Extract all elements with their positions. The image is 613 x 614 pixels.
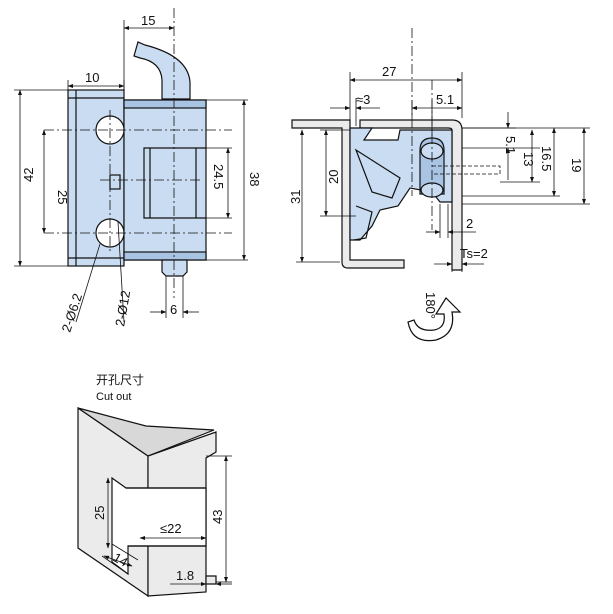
center-slot (143, 147, 206, 219)
dim-top-width: 15 (123, 13, 175, 96)
dim-leaf-width-label: 10 (85, 70, 99, 85)
front-view: 15 10 42 25 24.5 (14, 8, 262, 334)
dim-offset: ≈3 (330, 92, 380, 126)
cutout-title-cn: 开孔尺寸 (96, 373, 144, 387)
dim-cut-depth: 14 (101, 543, 139, 575)
dim-slot-height-label: 24.5 (211, 164, 226, 189)
cutout-view: 开孔尺寸 Cut out 25 ≤22 43 (77, 373, 232, 598)
dim-height-19-label: 19 (569, 158, 584, 172)
right-body-step (123, 99, 207, 109)
rotation-arrow-icon: 180° (407, 292, 462, 342)
dim-cut-slot-height: 25 (92, 477, 110, 549)
dim-hole-spacing: 25 (42, 129, 70, 234)
dim-height-left-label: 42 (21, 168, 36, 182)
dim-leaf-width: 10 (67, 70, 125, 92)
side-view: 27 ≈3 5.1 20 31 (288, 28, 590, 342)
dim-thickness: Ts=2 (434, 240, 488, 272)
dim-height-19: 19 (462, 127, 590, 205)
top-pin (133, 41, 191, 100)
dim-cut-overall-height: 43 (206, 455, 232, 583)
dim-pin-offset-label: 5.1 (436, 92, 454, 107)
dim-gap: 2 (426, 204, 476, 238)
bottom-pin (161, 259, 188, 277)
dim-cut-overall-height-label: 43 (210, 510, 225, 524)
dim-height-13: 13 (462, 129, 540, 183)
dim-height-right-label: 38 (247, 172, 262, 186)
dim-outer-height-label: 31 (288, 190, 303, 204)
side-plate (291, 119, 405, 269)
dim-cut-depth-label: 14 (111, 550, 131, 570)
rotation-label: 180° (423, 292, 438, 319)
dim-slot-depth-label: 5.1 (503, 136, 518, 154)
dim-slot-height: 24.5 (206, 147, 232, 219)
dim-gap-label: 2 (466, 216, 473, 231)
dim-cut-offset: 1.8 (170, 568, 232, 586)
dim-top-width-label: 15 (141, 13, 155, 28)
dim-cut-offset-label: 1.8 (176, 568, 194, 583)
dim-inner-height-label: 20 (326, 170, 341, 184)
dim-height-13-label: 13 (521, 152, 536, 166)
dim-cut-max-width-label: ≤22 (160, 521, 182, 536)
dim-slot-depth: 5.1 (462, 112, 518, 180)
front-centerlines (44, 8, 232, 298)
dim-offset-label: ≈3 (356, 92, 370, 107)
dim-overall-width: 27 (349, 64, 463, 126)
dim-pin-width-label: 6 (170, 302, 177, 317)
dim-height-left: 42 (14, 89, 70, 267)
dim-pin-width: 6 (150, 276, 199, 318)
dim-overall-width-label: 27 (382, 64, 396, 79)
dim-cut-max-width: ≤22 (139, 521, 207, 540)
dim-thickness-label: Ts=2 (460, 246, 488, 261)
cutout-plate-side (77, 407, 215, 457)
dim-inner-height: 20 (320, 129, 356, 217)
dim-height-16-5: 16.5 (462, 127, 560, 197)
hole-large-label: 2-Ø12 (112, 289, 133, 327)
hole-small-label: 2-Ø6.2 (59, 291, 86, 333)
dim-outer-height: 31 (288, 127, 340, 263)
dim-height-16-5-label: 16.5 (539, 146, 554, 171)
dim-height-right: 38 (206, 99, 262, 261)
dim-pin-offset: 5.1 (411, 92, 463, 136)
dim-hole-spacing-label: 25 (55, 190, 70, 204)
dim-cut-slot-height-label: 25 (92, 506, 107, 520)
cutout-title-en: Cut out (96, 391, 131, 403)
